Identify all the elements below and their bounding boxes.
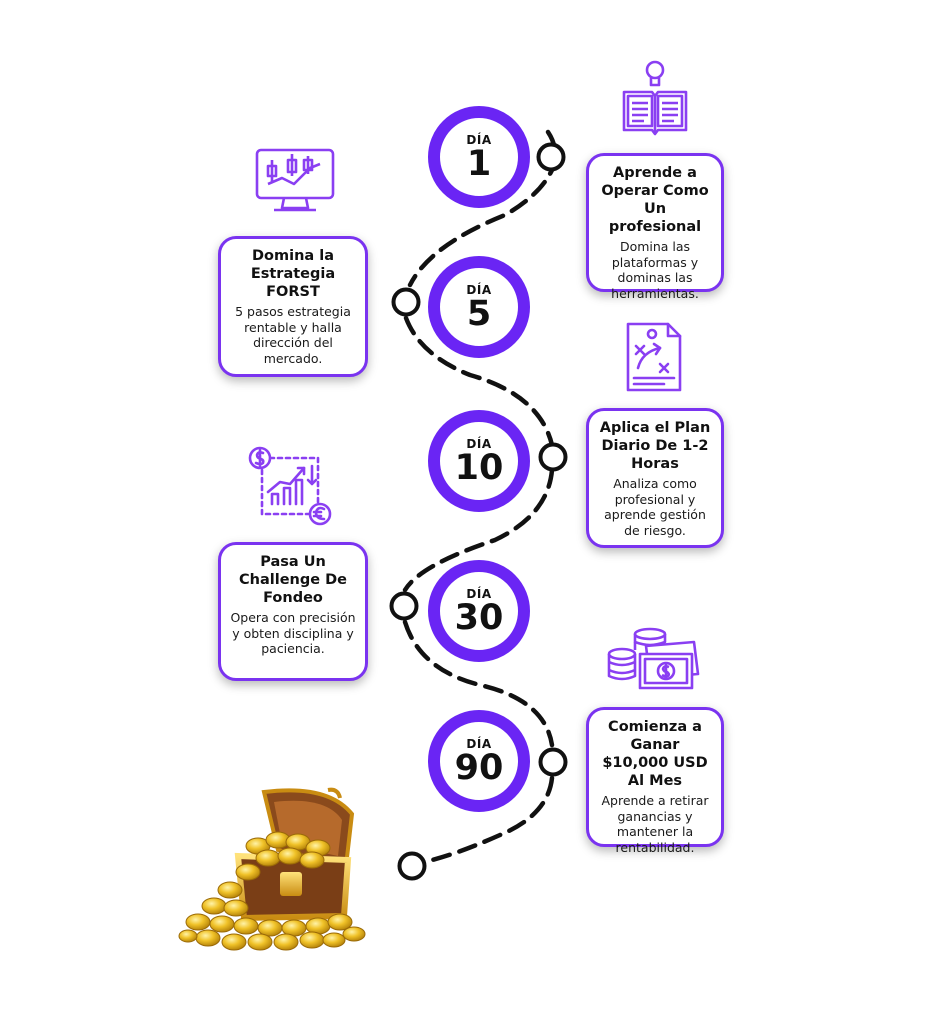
strategy-document-icon xyxy=(626,322,682,392)
step-card-day-90: Comienza a Ganar $10,000 USD Al Mes Apre… xyxy=(586,707,724,855)
step-card-day-1: Aprende a Operar Como Un profesional Dom… xyxy=(586,153,724,301)
day-label: DÍA xyxy=(466,282,492,297)
day-label: DÍA xyxy=(466,132,492,147)
day-10-circle: DÍA 10 xyxy=(428,410,530,512)
currency-chart-icon xyxy=(248,446,332,526)
card-title: Comienza a Ganar $10,000 USD Al Mes xyxy=(602,719,708,789)
day-number: 30 xyxy=(454,597,504,638)
card-body: Domina las plataformas y dominas las her… xyxy=(611,239,699,301)
day-label: DÍA xyxy=(466,736,492,751)
card-title: Pasa Un Challenge De Fondeo xyxy=(239,554,347,606)
connector-ring xyxy=(391,287,421,317)
connector-ring xyxy=(397,851,427,881)
money-coins-icon xyxy=(607,627,700,690)
treasure-chest-icon xyxy=(178,787,366,951)
step-card-day-30: Pasa Un Challenge De Fondeo Opera con pr… xyxy=(218,542,368,681)
connector-ring xyxy=(389,591,419,621)
connector-ring xyxy=(538,442,568,472)
day-90-circle: DÍA 90 xyxy=(428,710,530,812)
day-30-circle: DÍA 30 xyxy=(428,560,530,662)
card-body: Analiza como profesional y aprende gesti… xyxy=(604,476,706,538)
connector-ring xyxy=(538,747,568,777)
candlestick-monitor-icon xyxy=(255,148,335,212)
card-title: Aplica el Plan Diario De 1-2 Horas xyxy=(599,420,711,472)
step-card-day-10: Aplica el Plan Diario De 1-2 Horas Anali… xyxy=(586,408,724,548)
book-lightbulb-icon xyxy=(622,60,688,136)
day-1-circle: DÍA 1 xyxy=(428,106,530,208)
card-body: Aprende a retirar ganancias y mantener l… xyxy=(601,793,709,855)
path-segment xyxy=(403,315,555,448)
card-title: Aprende a Operar Como Un profesional xyxy=(601,165,709,235)
step-card-day-5: Domina la Estrategia FORST 5 pasos estra… xyxy=(218,236,368,377)
card-body: Opera con precisión y obten disciplina y… xyxy=(230,610,356,656)
day-number: 90 xyxy=(454,747,504,788)
path-segment xyxy=(407,129,558,288)
day-5-circle: DÍA 5 xyxy=(428,256,530,358)
path-segment xyxy=(402,467,555,593)
path-segment xyxy=(421,775,555,865)
path-segment xyxy=(402,619,555,748)
day-number: 10 xyxy=(454,447,504,488)
day-label: DÍA xyxy=(466,436,492,451)
day-number: 1 xyxy=(466,143,492,184)
day-number: 5 xyxy=(466,293,492,334)
day-label: DÍA xyxy=(466,586,492,601)
card-title: Domina la Estrategia FORST xyxy=(250,248,336,300)
card-body: 5 pasos estrategia rentable y halla dire… xyxy=(235,304,351,366)
connector-ring xyxy=(536,142,566,172)
